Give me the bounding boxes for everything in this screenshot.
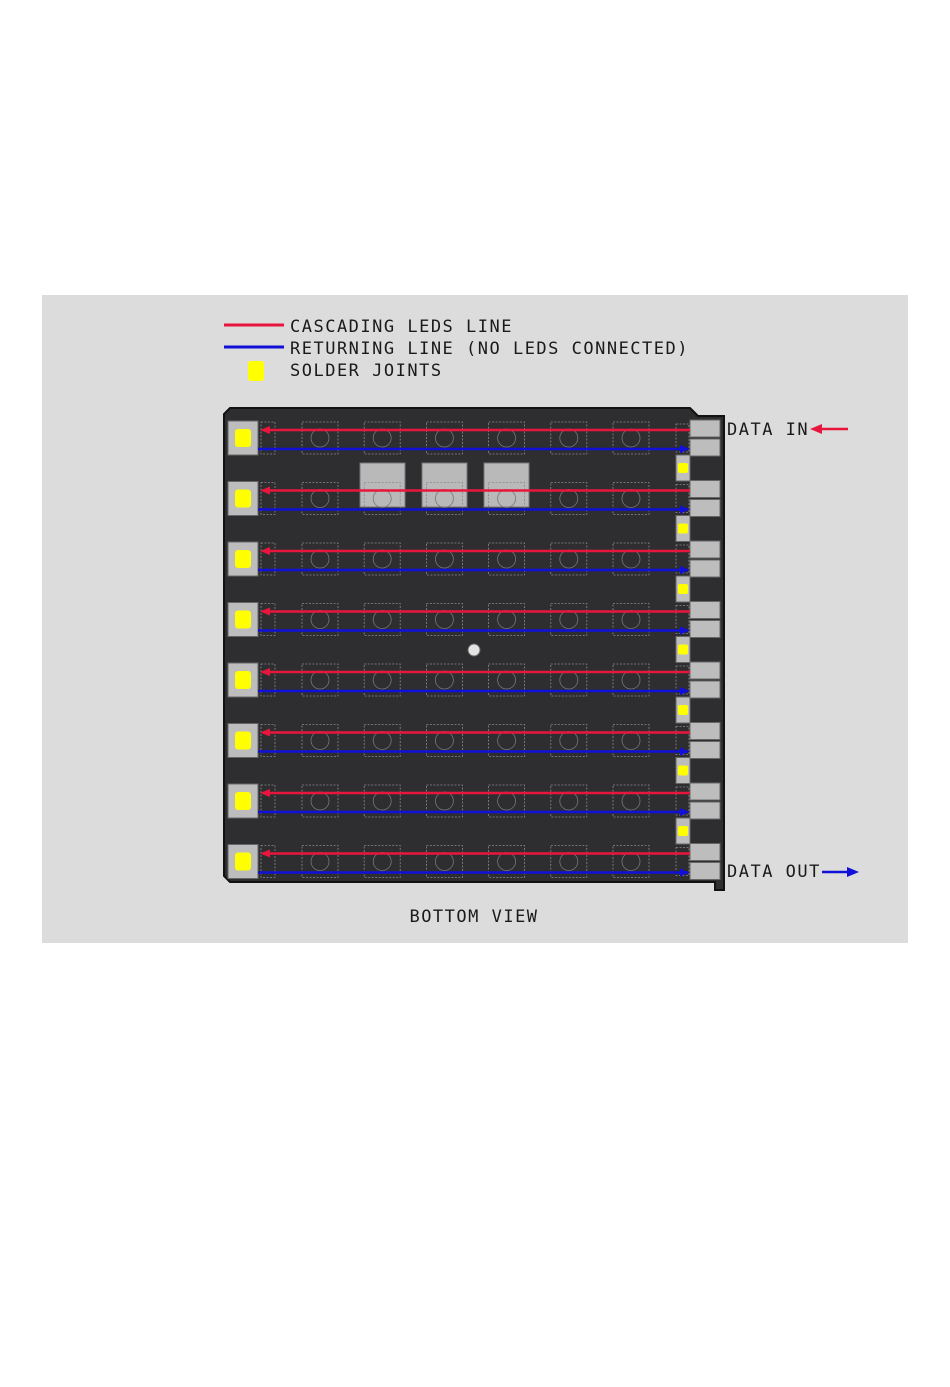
pcb-diagram: CASCADING LEDS LINE RETURNING LINE (NO L…: [42, 295, 908, 943]
legend-returning-label: RETURNING LINE (NO LEDS CONNECTED): [290, 339, 689, 359]
solder-joint: [678, 705, 688, 715]
right-pad-bottom: [690, 500, 720, 517]
data-in: DATA IN: [727, 420, 848, 440]
legend-solder-swatch: [248, 361, 264, 381]
right-pad-top: [690, 723, 720, 740]
reference-pad: [484, 463, 529, 507]
right-pad-bottom: [690, 560, 720, 577]
right-pad-bottom: [690, 621, 720, 638]
right-pad-bottom: [690, 863, 720, 880]
legend-cascading-label: CASCADING LEDS LINE: [290, 317, 513, 337]
bottom-view-label: BOTTOM VIEW: [409, 907, 538, 927]
data-out-label: DATA OUT: [727, 862, 821, 882]
solder-joint: [678, 463, 688, 473]
solder-joint: [235, 853, 251, 871]
solder-joint: [678, 524, 688, 534]
figure-panel: CASCADING LEDS LINE RETURNING LINE (NO L…: [42, 295, 908, 943]
right-pad-top: [690, 662, 720, 679]
solder-joint: [235, 490, 251, 508]
data-out-arrowhead: [847, 867, 859, 877]
mounting-hole: [468, 644, 480, 656]
right-pad-top: [690, 481, 720, 498]
solder-joint: [235, 550, 251, 568]
data-in-label: DATA IN: [727, 420, 809, 440]
legend-solder-label: SOLDER JOINTS: [290, 361, 443, 381]
right-pad-top: [690, 541, 720, 558]
solder-joint: [235, 671, 251, 689]
right-pad-top: [690, 783, 720, 800]
right-pad-bottom: [690, 742, 720, 759]
data-out: DATA OUT: [727, 862, 859, 882]
right-pad-bottom: [690, 439, 720, 456]
right-pad-top: [690, 420, 720, 437]
solder-joint: [678, 584, 688, 594]
right-pad-bottom: [690, 802, 720, 819]
solder-joint: [235, 732, 251, 750]
solder-joint: [678, 766, 688, 776]
solder-joint: [678, 826, 688, 836]
solder-joint: [235, 792, 251, 810]
right-pad-bottom: [690, 681, 720, 698]
reference-pad: [422, 463, 467, 507]
solder-joint: [235, 429, 251, 447]
right-pad-top: [690, 844, 720, 861]
reference-pad: [360, 463, 405, 507]
legend: CASCADING LEDS LINE RETURNING LINE (NO L…: [224, 317, 689, 381]
data-in-arrowhead: [810, 424, 822, 434]
solder-joint: [678, 645, 688, 655]
solder-joint: [235, 611, 251, 629]
right-pad-top: [690, 602, 720, 619]
